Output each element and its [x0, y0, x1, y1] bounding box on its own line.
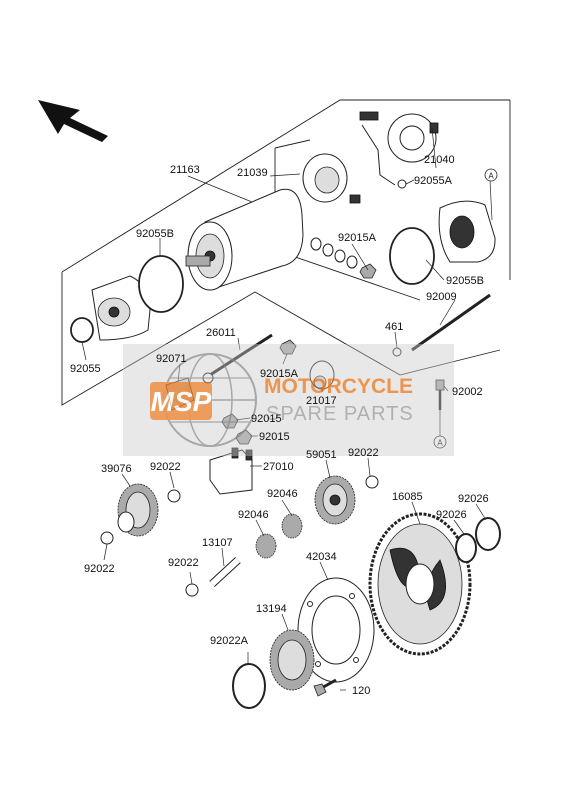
washer-92022a [232, 663, 266, 709]
label-59051: 59051 [306, 449, 337, 461]
o-ring-92055 [70, 317, 94, 343]
brush-spring-21017 [309, 360, 335, 390]
label-92015a-mid: 92015A [260, 368, 299, 380]
washer-92022-upper-left [167, 489, 181, 503]
label-39076: 39076 [101, 463, 132, 475]
label-92055b-right: 92055B [446, 275, 484, 287]
through-bolt-92009 [411, 293, 491, 352]
label-92046-b: 92046 [238, 509, 269, 521]
leader-lines [81, 127, 493, 691]
label-92022-c: 92022 [84, 563, 115, 575]
label-92015-b: 92015 [259, 431, 290, 443]
reference-a-marker-icon: A [484, 168, 498, 182]
label-13107: 13107 [202, 537, 233, 549]
nut-92015a [279, 339, 297, 355]
end-cover-21039 [302, 153, 348, 203]
label-21017: 21017 [306, 395, 337, 407]
label-27010: 27010 [263, 461, 294, 473]
label-92022a: 92022A [210, 635, 249, 647]
starter-gear-59051 [314, 475, 356, 525]
label-92055a: 92055A [414, 175, 453, 187]
washer-92022-right [365, 475, 379, 489]
label-92046-a: 92046 [267, 488, 298, 500]
label-16085: 16085 [392, 491, 423, 503]
ref-a-bottom: A [437, 439, 443, 448]
bolt-120 [313, 678, 337, 697]
needle-bearing-92046-a [281, 513, 303, 539]
label-92015-a: 92015 [251, 413, 282, 425]
label-21163: 21163 [170, 164, 200, 176]
collar-92026-b [475, 517, 501, 551]
label-92055: 92055 [70, 363, 101, 375]
starter-clutch-plate-42034 [297, 577, 375, 683]
label-120: 120 [352, 685, 370, 697]
bolt-92002 [435, 379, 445, 410]
o-ring-92055b-right [389, 227, 435, 285]
label-21039: 21039 [237, 167, 268, 179]
label-461: 461 [385, 321, 403, 333]
label-92071: 92071 [156, 353, 187, 365]
front-direction-arrow-icon [38, 100, 108, 142]
label-92002: 92002 [452, 386, 483, 398]
washer-stack-92015a [310, 237, 377, 279]
part-number-labels: 21163 21039 21040 92055A 92055B 92015A 9… [70, 154, 489, 697]
seal-92055a [397, 179, 407, 189]
msp-globe-logo: MSP [150, 353, 257, 447]
watermark-line2: SPARE PARTS [266, 403, 414, 425]
watermark-line1: MOTORCYCLE [264, 375, 413, 398]
brush-holder-21040 [349, 111, 439, 204]
washer-92022-bottom [185, 583, 199, 597]
label-92022-a: 92022 [150, 461, 181, 473]
label-92026-b: 92026 [436, 509, 467, 521]
watermark-brand: MSP [151, 386, 212, 417]
label-13194: 13194 [256, 603, 287, 615]
label-92009: 92009 [426, 291, 457, 303]
starter-clutch-gear-16085 [368, 512, 472, 656]
label-92015a-top: 92015A [338, 232, 377, 244]
label-92022-b: 92022 [348, 447, 379, 459]
label-26011: 26011 [206, 327, 236, 339]
starter-idle-gear-39076 [117, 483, 159, 537]
label-92055b-left: 92055B [136, 228, 174, 240]
reference-a-marker-icon-bottom: A [433, 435, 447, 449]
label-92022-d: 92022 [168, 557, 199, 569]
collar-92026-a [455, 533, 477, 563]
washer-92022-lower-left [100, 531, 114, 545]
starter-relay-27010 [209, 447, 253, 495]
needle-bearing-92046-b [255, 533, 277, 559]
starter-rear-cover [438, 200, 496, 263]
label-42034: 42034 [306, 551, 337, 563]
shaft-13107 [209, 557, 241, 587]
watermark: MSP MOTORCYCLE SPARE PARTS [123, 344, 454, 456]
ref-a-top: A [488, 172, 494, 181]
one-way-clutch-13194 [269, 629, 315, 691]
o-ring-92055b-left [138, 255, 184, 313]
starter-front-cover [91, 275, 151, 341]
starter-motor-yoke [185, 188, 304, 291]
label-92026-a: 92026 [458, 493, 489, 505]
label-21040: 21040 [424, 154, 455, 166]
